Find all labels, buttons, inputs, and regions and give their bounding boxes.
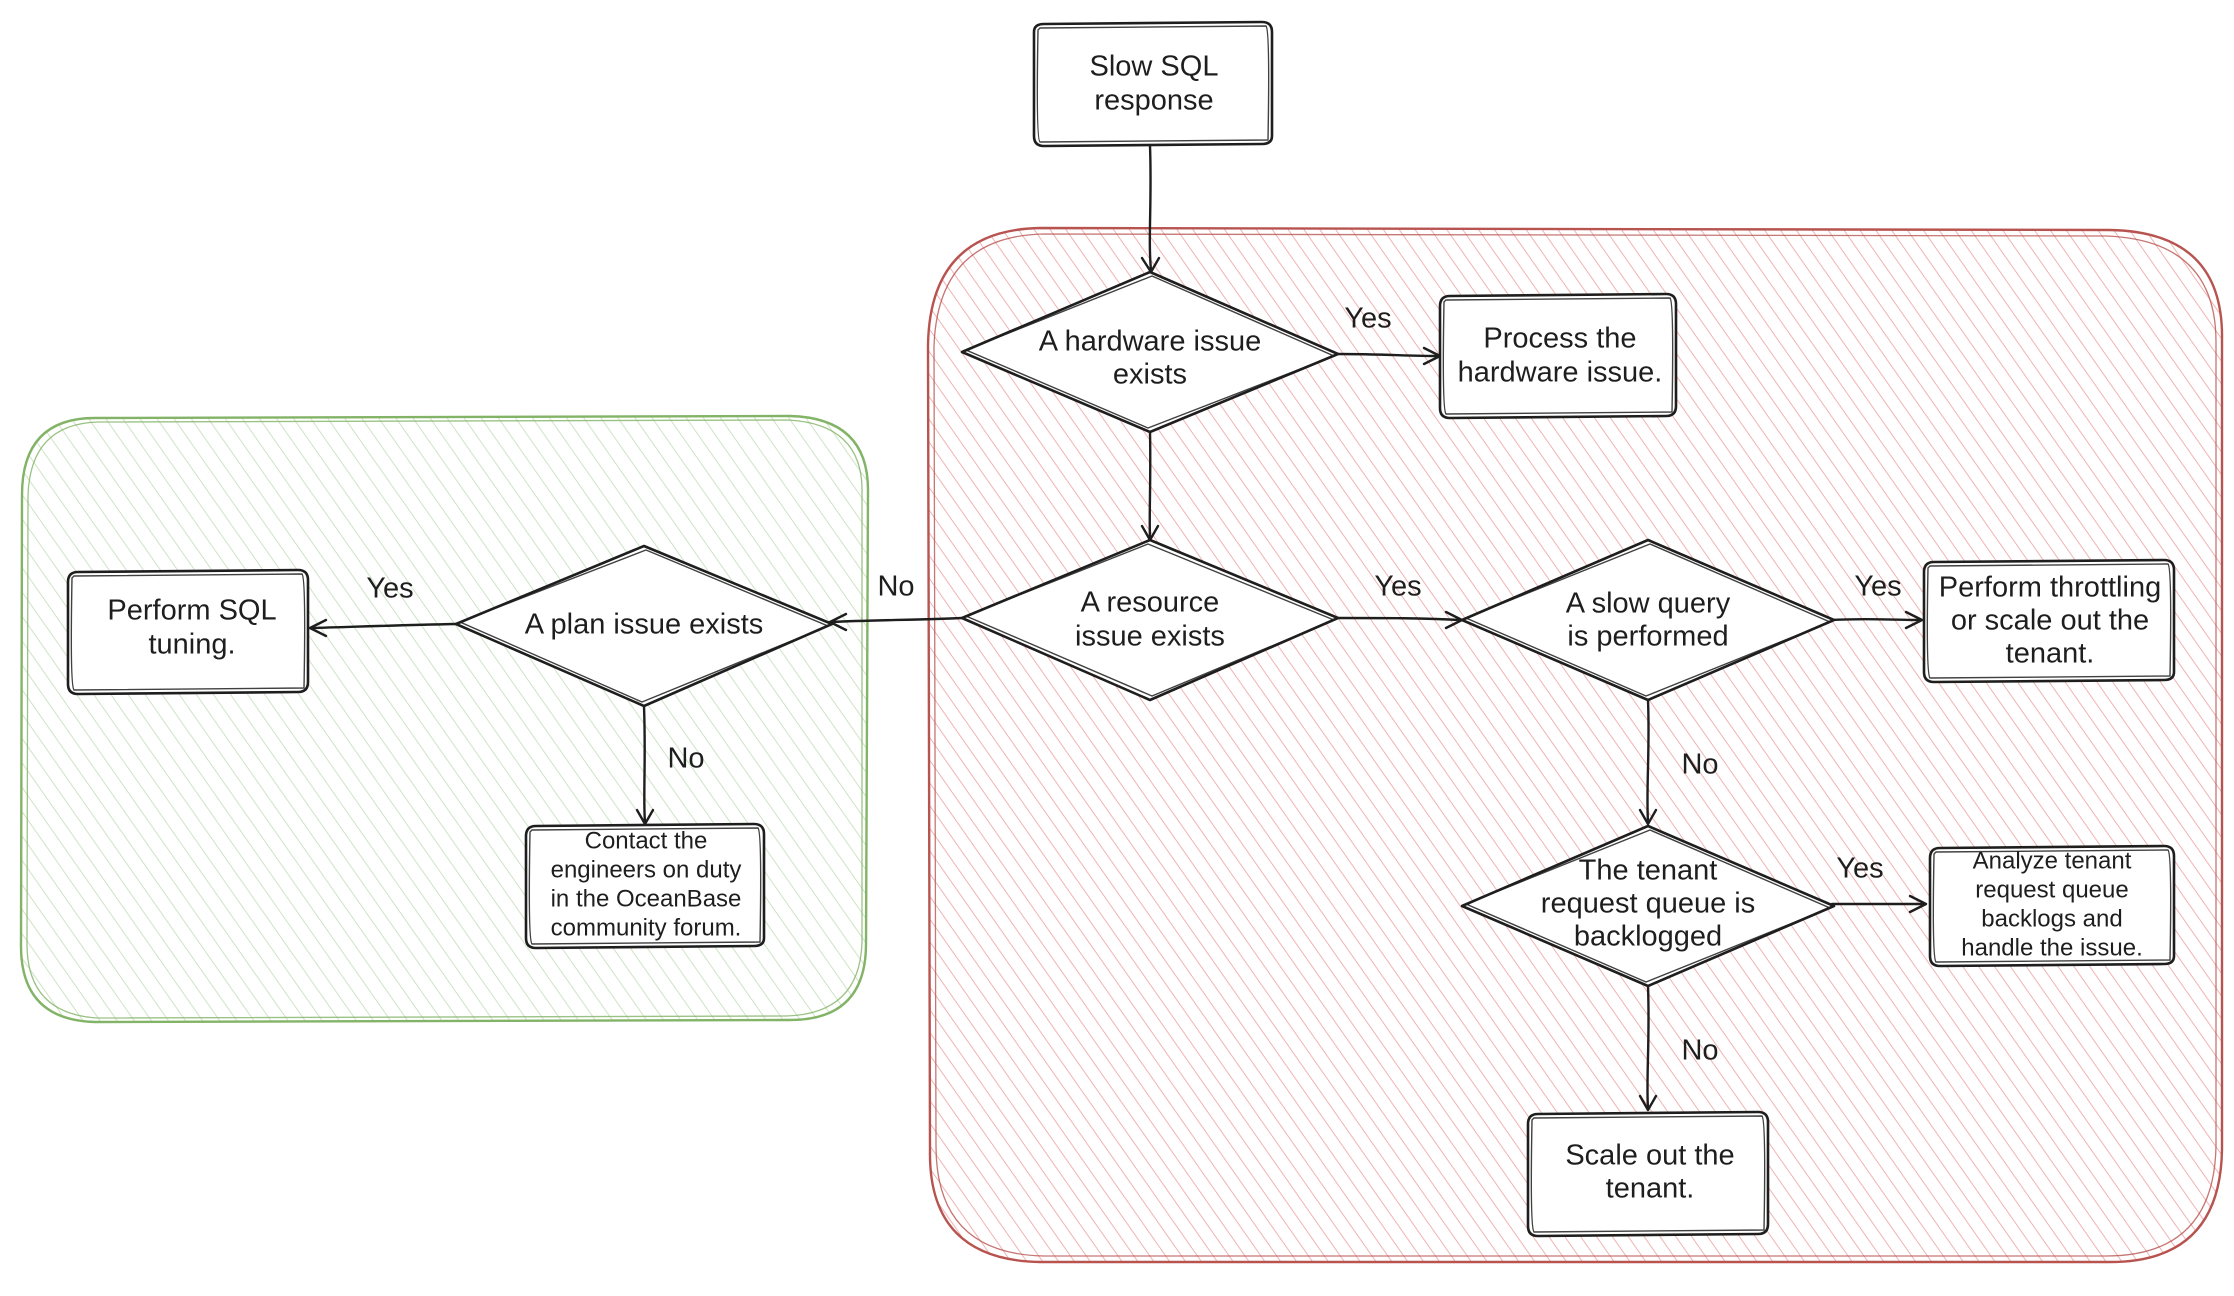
edge-backlog-no	[1638, 984, 1658, 1112]
edge-label-resource-yes: Yes	[1374, 571, 1421, 603]
node-hardware-action-line-1: Process the	[1483, 323, 1636, 355]
node-throttling-line-1: Perform throttling	[1939, 572, 2161, 604]
node-resource-question-line-1: A resource	[1081, 587, 1220, 619]
node-throttling: Perform throttling or scale out the tena…	[1922, 558, 2176, 684]
edge-label-slow-no: No	[1681, 749, 1718, 781]
edge-label-resource-no: No	[877, 571, 914, 603]
node-hardware-question: A hardware issue exists	[960, 270, 1340, 434]
node-sql-tuning-line-2: tuning.	[148, 629, 235, 661]
node-throttling-line-2: or scale out the	[1951, 605, 2149, 637]
node-backlog-question: The tenant request queue is backlogged	[1460, 824, 1836, 988]
node-start-line-2: response	[1094, 85, 1213, 117]
node-start: Slow SQL response	[1032, 20, 1274, 148]
node-analyze-line-2: request queue	[1975, 876, 2128, 903]
node-backlog-question-line-2: request queue is	[1541, 888, 1755, 920]
node-contact-engineers: Contact the engineers on duty in the Oce…	[524, 822, 766, 950]
node-start-line-1: Slow SQL	[1090, 51, 1219, 83]
node-backlog-question-line-3: backlogged	[1574, 921, 1722, 953]
node-scale-out: Scale out the tenant.	[1526, 1110, 1770, 1238]
node-contact-line-3: in the OceanBase	[551, 885, 742, 912]
edge-label-hardware-yes: Yes	[1344, 303, 1391, 335]
node-hardware-question-line-2: exists	[1113, 359, 1187, 391]
node-slow-query-question-line-1: A slow query	[1566, 588, 1731, 620]
node-hardware-question-line-1: A hardware issue	[1039, 326, 1261, 358]
node-contact-line-1: Contact the	[585, 827, 708, 854]
node-plan-question-line-1: A plan issue exists	[525, 609, 764, 641]
edge-backlog-yes	[1830, 894, 1928, 914]
node-resource-question-line-2: issue exists	[1075, 621, 1225, 653]
node-sql-tuning-line-1: Perform SQL	[107, 595, 276, 627]
node-analyze-line-4: handle the issue.	[1961, 934, 2142, 961]
edge-label-plan-yes: Yes	[366, 573, 413, 605]
node-scale-out-line-2: tenant.	[1606, 1173, 1695, 1205]
edge-slow-yes	[1828, 610, 1924, 630]
node-plan-question: A plan issue exists	[454, 544, 834, 708]
edge-labels: Yes No Yes Yes No Yes No Yes No	[366, 303, 1901, 1067]
node-analyze-line-1: Analyze tenant	[1973, 847, 2132, 874]
node-slow-query-question: A slow query is performed	[1460, 538, 1836, 702]
resource-issue-region	[926, 226, 2224, 1264]
edges	[308, 144, 1928, 1112]
node-sql-tuning: Perform SQL tuning.	[66, 568, 310, 696]
edge-slow-no	[1638, 698, 1658, 826]
node-contact-line-4: community forum.	[551, 914, 742, 941]
node-hardware-action: Process the hardware issue.	[1438, 292, 1678, 420]
edge-plan-yes	[308, 618, 458, 638]
node-resource-question: A resource issue exists	[960, 538, 1340, 702]
node-analyze-line-3: backlogs and	[1981, 905, 2122, 932]
node-scale-out-line-1: Scale out the	[1565, 1140, 1734, 1172]
node-backlog-question-line-1: The tenant	[1579, 855, 1718, 887]
node-slow-query-question-line-2: is performed	[1567, 621, 1728, 653]
node-contact-line-2: engineers on duty	[551, 856, 742, 883]
edge-label-plan-no: No	[667, 743, 704, 775]
edge-label-backlog-no: No	[1681, 1035, 1718, 1067]
node-hardware-action-line-2: hardware issue.	[1458, 357, 1663, 389]
edge-label-backlog-yes: Yes	[1836, 853, 1883, 885]
node-analyze-backlogs: Analyze tenant request queue backlogs an…	[1928, 844, 2176, 968]
node-throttling-line-3: tenant.	[2006, 638, 2095, 670]
edge-label-slow-yes: Yes	[1854, 571, 1901, 603]
